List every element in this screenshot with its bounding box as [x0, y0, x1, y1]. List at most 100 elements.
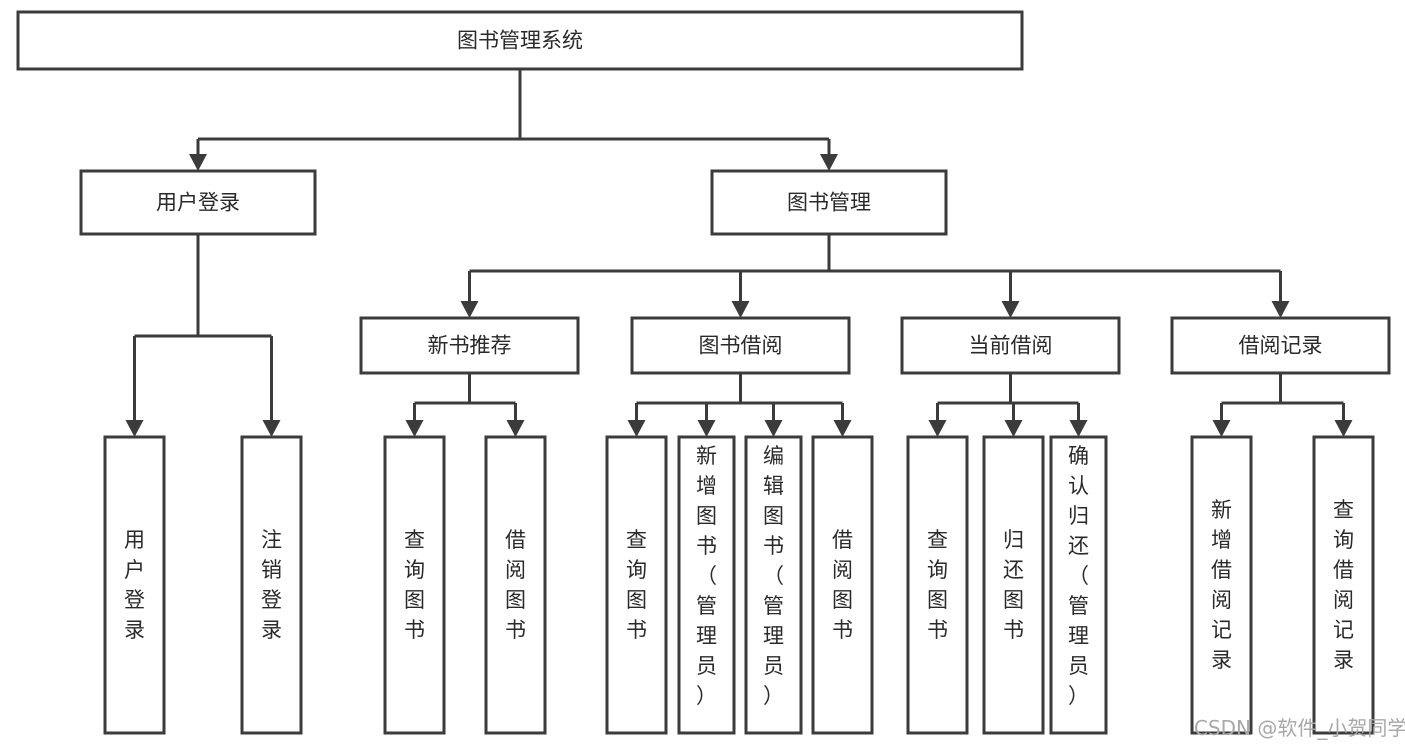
arrow-head-book-manage-to-current-borrow [1001, 301, 1020, 318]
node-label-leaf-borrow-book-1-char-3: 书 [505, 618, 526, 642]
node-label-leaf-add-book-admin-char-6: 理 [696, 624, 717, 648]
node-label-leaf-confirm-return-admin-char-6: 理 [1068, 624, 1089, 648]
node-box-leaf-query-book-2 [605, 435, 668, 735]
node-label-leaf-return-book-char-0: 归 [1003, 528, 1024, 552]
node-label-leaf-return-book-char-2: 图 [1003, 588, 1024, 612]
arrow-head-borrow-record-to-leaf-query-borrow-record [1334, 420, 1353, 437]
node-root[interactable]: 图书管理系统 [16, 10, 1024, 71]
arrow-head-new-book-rec-to-leaf-borrow-book-1 [506, 420, 525, 437]
node-label-leaf-query-book-3-char-0: 查 [927, 528, 948, 552]
node-box-current-borrow [900, 316, 1121, 375]
arrow-head-book-borrow-to-leaf-edit-book-admin [764, 420, 783, 437]
node-book-borrow[interactable]: 图书借阅 [630, 316, 851, 375]
node-borrow-record[interactable]: 借阅记录 [1170, 316, 1391, 375]
node-label-borrow-record: 借阅记录 [1239, 334, 1323, 358]
node-label-leaf-edit-book-admin-char-7: 员 [763, 654, 784, 678]
node-label-leaf-query-book-1-char-2: 图 [404, 588, 425, 612]
node-label-leaf-add-book-admin-char-5: 管 [696, 594, 717, 618]
node-box-book-borrow [630, 316, 851, 375]
csdn-watermark: CSDN @软件_小贺同学 [1194, 716, 1405, 740]
boxes-layer: 图书管理系统用户登录图书管理新书推荐图书借阅当前借阅借阅记录用户登录注销登录查询… [16, 10, 1391, 735]
node-label-leaf-query-borrow-record-char-5: 录 [1333, 648, 1354, 672]
node-box-leaf-edit-book-admin [744, 435, 803, 735]
arrow-head-book-borrow-to-leaf-borrow-book-2 [833, 420, 852, 437]
node-label-leaf-edit-book-admin-char-2: 图 [763, 504, 784, 528]
arrow-head-current-borrow-to-leaf-confirm-return-admin [1069, 420, 1088, 437]
node-label-leaf-edit-book-admin-char-5: 管 [763, 594, 784, 618]
node-label-leaf-add-borrow-record-char-2: 借 [1211, 558, 1232, 582]
node-label-leaf-query-book-2-char-0: 查 [626, 528, 647, 552]
node-label-leaf-query-book-1-char-0: 查 [404, 528, 425, 552]
node-label-leaf-user-login-char-2: 登 [124, 588, 145, 612]
node-label-leaf-query-borrow-record-char-0: 查 [1333, 498, 1354, 522]
node-label-leaf-edit-book-admin-char-8: ） [763, 684, 784, 708]
node-box-root [16, 10, 1024, 71]
node-label-new-book-rec: 新书推荐 [428, 334, 512, 358]
node-label-leaf-user-logout-char-1: 销 [261, 558, 282, 582]
node-label-leaf-edit-book-admin-char-4: （ [763, 564, 784, 588]
arrow-head-new-book-rec-to-leaf-query-book-1 [405, 420, 424, 437]
node-label-current-borrow: 当前借阅 [969, 334, 1053, 358]
node-label-leaf-user-login-char-3: 录 [124, 618, 145, 642]
node-box-borrow-record [1170, 316, 1391, 375]
node-label-leaf-add-book-admin-char-3: 书 [696, 534, 717, 558]
node-label-leaf-query-book-2-char-3: 书 [626, 618, 647, 642]
node-new-book-rec[interactable]: 新书推荐 [359, 316, 580, 375]
node-box-leaf-user-logout [240, 435, 303, 735]
node-book-manage[interactable]: 图书管理 [710, 169, 948, 236]
node-user-login[interactable]: 用户登录 [79, 169, 317, 236]
node-label-leaf-add-borrow-record-char-4: 记 [1211, 618, 1232, 642]
node-label-leaf-add-book-admin-char-1: 增 [696, 474, 717, 498]
node-box-leaf-add-borrow-record [1190, 435, 1253, 735]
node-label-leaf-confirm-return-admin-char-8: ） [1068, 684, 1089, 708]
node-label-leaf-add-borrow-record-char-3: 阅 [1211, 588, 1232, 612]
arrow-head-user-login-to-leaf-user-logout [262, 420, 281, 437]
node-label-leaf-edit-book-admin-char-6: 理 [763, 624, 784, 648]
node-label-leaf-return-book-char-1: 还 [1003, 558, 1024, 582]
node-label-leaf-confirm-return-admin-char-1: 认 [1068, 474, 1089, 498]
node-label-root: 图书管理系统 [457, 29, 583, 53]
node-leaf-user-login[interactable]: 用户登录 [103, 435, 166, 735]
node-label-leaf-add-book-admin-char-8: ） [696, 684, 717, 708]
node-label-leaf-add-book-admin-char-4: （ [696, 564, 717, 588]
arrow-head-book-borrow-to-leaf-add-book-admin [697, 420, 716, 437]
node-label-leaf-add-borrow-record-char-1: 增 [1211, 528, 1232, 552]
arrow-head-current-borrow-to-leaf-return-book [1004, 420, 1023, 437]
node-label-leaf-borrow-book-1-char-2: 图 [505, 588, 526, 612]
node-label-leaf-borrow-book-1-char-1: 阅 [505, 558, 526, 582]
node-box-leaf-user-login [103, 435, 166, 735]
node-label-leaf-confirm-return-admin-char-0: 确 [1068, 444, 1089, 468]
node-box-leaf-query-book-1 [383, 435, 446, 735]
node-label-leaf-borrow-book-1-char-0: 借 [505, 528, 526, 552]
node-label-leaf-query-book-2-char-1: 询 [626, 558, 647, 582]
node-label-leaf-query-borrow-record-char-2: 借 [1333, 558, 1354, 582]
node-label-leaf-borrow-book-2-char-2: 图 [832, 588, 853, 612]
arrow-head-root-to-book-manage [820, 154, 838, 171]
node-label-leaf-add-book-admin-char-0: 新 [696, 444, 717, 468]
node-label-leaf-edit-book-admin-char-1: 辑 [763, 474, 784, 498]
node-label-leaf-confirm-return-admin-char-4: （ [1068, 564, 1089, 588]
node-label-leaf-query-borrow-record-char-3: 阅 [1333, 588, 1354, 612]
node-current-borrow[interactable]: 当前借阅 [900, 316, 1121, 375]
node-box-leaf-query-book-3 [906, 435, 969, 735]
node-box-leaf-borrow-book-1 [484, 435, 547, 735]
node-label-leaf-query-book-3-char-2: 图 [927, 588, 948, 612]
node-box-leaf-return-book [982, 435, 1045, 735]
arrow-head-book-manage-to-new-book-rec [460, 301, 479, 318]
node-label-leaf-return-book-char-3: 书 [1003, 618, 1024, 642]
node-label-leaf-query-book-1-char-1: 询 [404, 558, 425, 582]
node-label-leaf-confirm-return-admin-char-7: 员 [1068, 654, 1089, 678]
